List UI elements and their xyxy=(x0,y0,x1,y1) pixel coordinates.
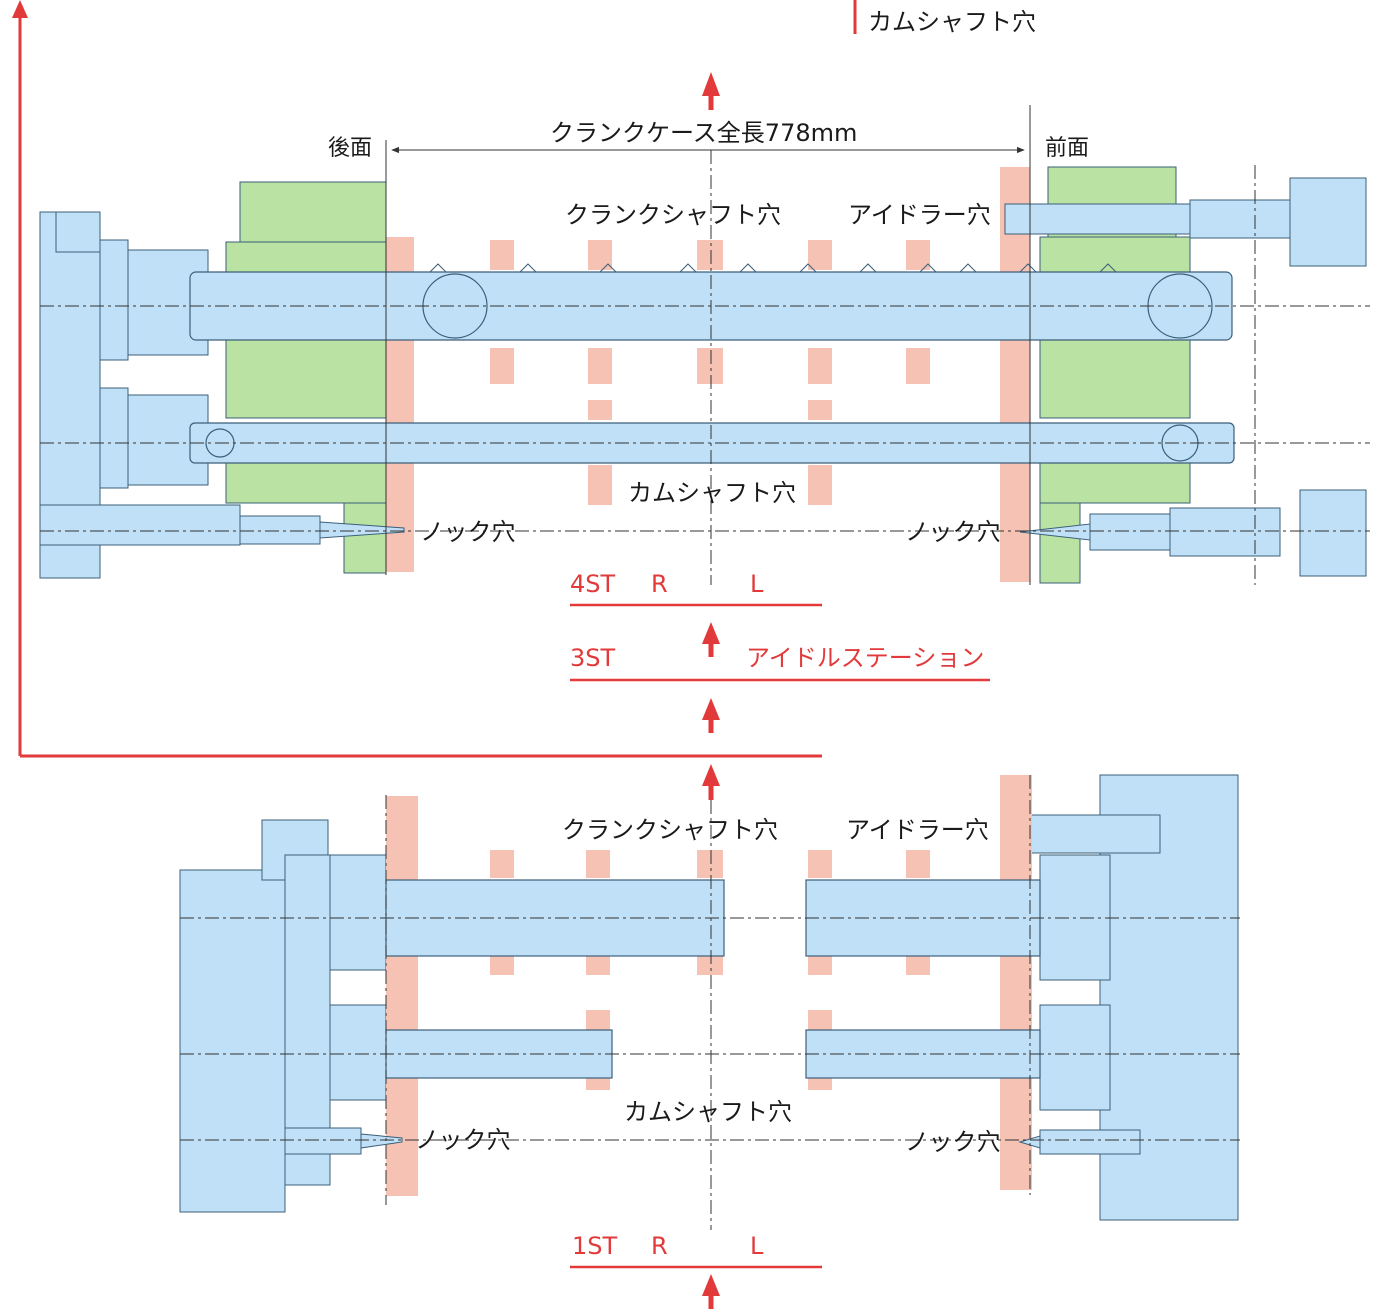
arrow-up-icon-bottom xyxy=(702,1274,720,1296)
crankcase-length-label: クランクケース全長778mm xyxy=(550,119,858,147)
idler-boring-tool xyxy=(1004,177,1367,267)
knock-hole-left-label-1st: ノック穴 xyxy=(415,1126,511,1154)
idler-hole-label-1st: アイドラー穴 xyxy=(846,816,989,844)
arrow-up-icon-4st-3st xyxy=(702,622,720,644)
flow-arrow-up-icon xyxy=(12,0,28,18)
center-lines-4st xyxy=(40,150,1370,585)
camshaft-hole-label-4st: カムシャフト穴 xyxy=(628,479,796,507)
center-lines-1st xyxy=(180,775,1240,1230)
crankshaft-hole-label-4st: クランクシャフト穴 xyxy=(565,201,781,229)
arrow-up-icon-3st-2st xyxy=(702,698,720,720)
knock-tool-right xyxy=(1019,489,1367,577)
station-4st-label: 4ST xyxy=(570,570,616,598)
station-1st-l-label: L xyxy=(750,1232,764,1260)
station-1st-label: 1ST xyxy=(572,1232,618,1260)
fixture-front xyxy=(1039,166,1191,584)
right-spindle-head-1st xyxy=(1027,774,1239,1221)
station-3st-label: 3ST xyxy=(570,644,616,672)
knock-hole-right-label-1st: ノック穴 xyxy=(905,1128,1001,1156)
station-1st-drawing xyxy=(179,774,1240,1230)
camshaft-hole-label-1st: カムシャフト穴 xyxy=(624,1098,792,1126)
crankshaft-hole-label-1st: クランクシャフト穴 xyxy=(562,816,778,844)
knock-hole-right-label-4st: ノック穴 xyxy=(905,518,1001,546)
station-1st-r-label: R xyxy=(651,1232,668,1260)
knock-tool-left xyxy=(239,515,405,545)
crankcase-dimension xyxy=(385,105,1031,585)
process-flow xyxy=(12,0,990,1309)
front-face-label: 前面 xyxy=(1045,136,1090,161)
station-4st-l-label: L xyxy=(750,570,764,598)
idler-hole-label-4st: アイドラー穴 xyxy=(848,201,991,229)
rear-face-label: 後面 xyxy=(328,136,373,161)
arrow-up-icon-mid xyxy=(702,764,720,786)
knock-hole-left-label-4st: ノック穴 xyxy=(420,518,516,546)
idle-station-label: アイドルステーション xyxy=(746,644,985,672)
arrow-up-icon-top xyxy=(702,72,720,96)
station-4st-drawing xyxy=(39,105,1370,585)
camshaft-hole-corner-label: カムシャフト穴 xyxy=(868,8,1036,36)
fixture-rear xyxy=(225,181,387,574)
left-spindle-head xyxy=(39,211,241,579)
station-4st-r-label: R xyxy=(651,570,668,598)
crankshaft-tool-teeth xyxy=(429,263,1117,273)
knock-tools-1st xyxy=(284,1127,1141,1155)
